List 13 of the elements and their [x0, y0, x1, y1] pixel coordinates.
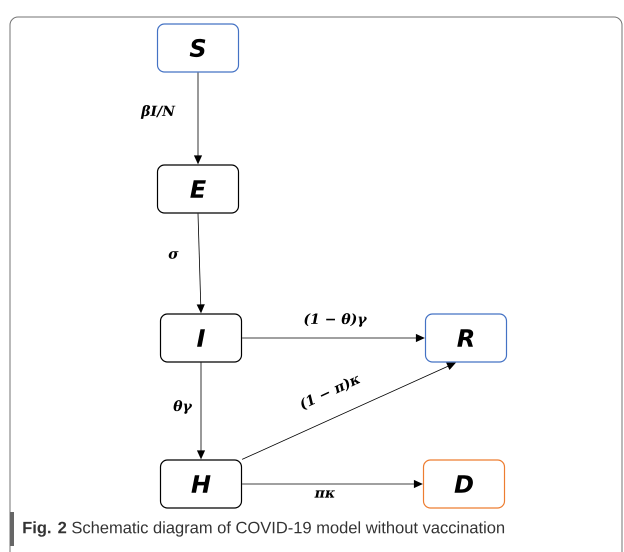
caption: Fig. 2 Schematic diagram of COVID-19 model without vaccination: [23, 521, 504, 537]
edge-label: πκ: [314, 489, 336, 499]
edge-label: (1 − θ)γ: [302, 312, 368, 328]
state-box: I: [160, 313, 242, 363]
state-box: E: [156, 164, 240, 214]
edge-label: σ: [167, 250, 180, 260]
edge-label: βI/N: [140, 104, 176, 120]
state-box: D: [422, 459, 506, 509]
state-box: H: [160, 459, 242, 509]
state-box: R: [424, 313, 508, 363]
state-box: S: [156, 23, 240, 73]
edge-label: (1 − π)κ: [296, 371, 364, 413]
edge-label: θγ: [172, 399, 193, 415]
